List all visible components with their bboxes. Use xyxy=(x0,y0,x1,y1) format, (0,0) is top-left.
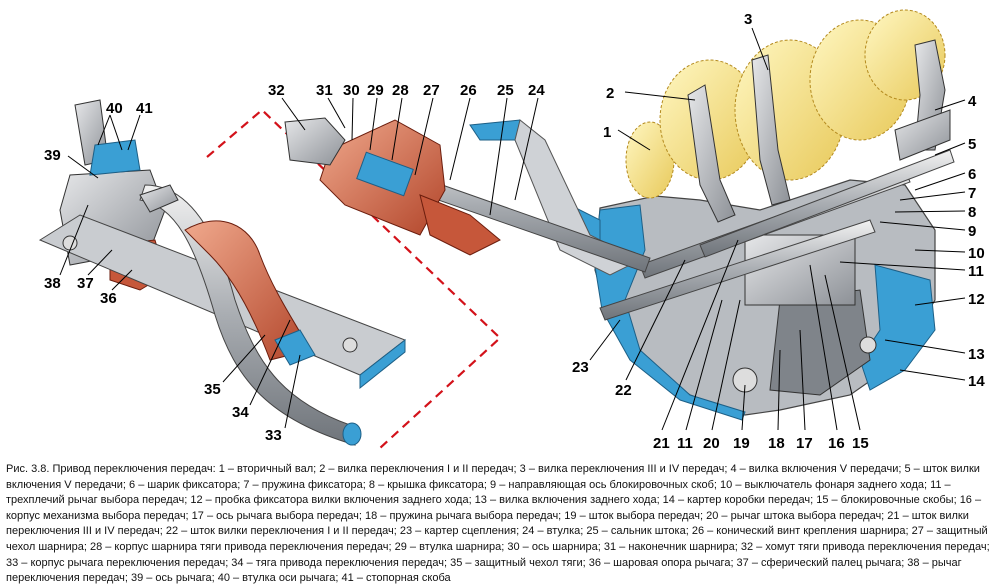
callout-28: 28 xyxy=(392,82,409,99)
figure-caption: Рис. 3.8. Привод переключения передач: 1… xyxy=(6,463,990,585)
callout-21: 21 xyxy=(653,435,670,452)
callout-13: 13 xyxy=(968,346,985,363)
callout-8: 8 xyxy=(968,204,976,221)
callout-19: 19 xyxy=(733,435,750,452)
callout-20: 20 xyxy=(703,435,720,452)
callout-32: 32 xyxy=(268,82,285,99)
callout-31: 31 xyxy=(316,82,333,99)
callout-41: 41 xyxy=(136,100,153,117)
shift-lever-assembly xyxy=(38,99,407,446)
callout-2: 2 xyxy=(606,85,614,102)
callout-10: 10 xyxy=(968,245,985,262)
callout-6: 6 xyxy=(968,166,976,183)
callout-7: 7 xyxy=(968,185,976,202)
callout-35: 35 xyxy=(204,381,221,398)
callout-29: 29 xyxy=(367,82,384,99)
callout-34: 34 xyxy=(232,404,249,421)
callout-17: 17 xyxy=(796,435,813,452)
callout-38: 38 xyxy=(44,275,61,292)
callout-9: 9 xyxy=(968,223,976,240)
callout-26: 26 xyxy=(460,82,477,99)
callout-30: 30 xyxy=(343,82,360,99)
callout-1: 1 xyxy=(603,124,611,141)
callout-16: 16 xyxy=(828,435,845,452)
callout-40: 40 xyxy=(106,100,123,117)
callout-36: 36 xyxy=(100,290,117,307)
gearshift-diagram: 1 2 3 4 5 6 7 8 9 10 11 12 13 14 15 16 1… xyxy=(38,9,985,452)
callout-15: 15 xyxy=(852,435,869,452)
callout-4: 4 xyxy=(968,93,977,110)
callout-3: 3 xyxy=(744,11,752,28)
callout-11-right: 11 xyxy=(968,263,984,280)
hinge-assembly xyxy=(284,117,501,256)
callout-12: 12 xyxy=(968,291,985,308)
callout-22: 22 xyxy=(615,382,632,399)
dashed-bracket xyxy=(206,108,502,449)
shift-forks xyxy=(687,39,951,223)
callout-39: 39 xyxy=(44,147,61,164)
shift-rods xyxy=(599,149,955,321)
callout-18: 18 xyxy=(768,435,785,452)
callout-23: 23 xyxy=(572,359,589,376)
callout-37: 37 xyxy=(77,275,94,292)
callout-14: 14 xyxy=(968,373,985,390)
callout-numbers: 1 2 3 4 5 6 7 8 9 10 11 12 13 14 15 16 1… xyxy=(44,11,985,452)
callout-33: 33 xyxy=(265,427,282,444)
callout-25: 25 xyxy=(497,82,514,99)
callout-24: 24 xyxy=(528,82,545,99)
callout-27: 27 xyxy=(423,82,440,99)
callout-11-bottom: 11 xyxy=(677,435,693,452)
gearbox-housing xyxy=(593,179,936,421)
leader-lines xyxy=(59,27,966,431)
callout-5: 5 xyxy=(968,136,976,153)
